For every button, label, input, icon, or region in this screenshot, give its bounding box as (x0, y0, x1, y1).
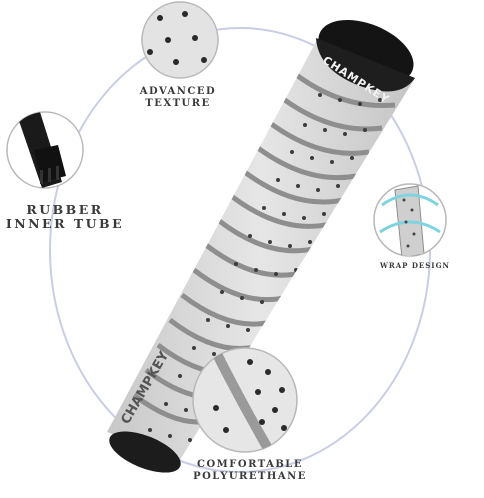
wrap-design-detail-circle (373, 183, 447, 257)
comfortable-polyurethane-label: COMFORTABLE POLYURETHANE (175, 459, 325, 482)
wrap-design-label: WRAP DESIGN (360, 261, 470, 270)
advanced-texture-label: ADVANCED TEXTURE (118, 86, 238, 109)
texture-detail-circle (141, 1, 219, 79)
comfort-label-line1: COMFORTABLE (197, 459, 303, 470)
wrap-label-text: WRAP DESIGN (380, 261, 450, 270)
inner-tube-detail-circle (6, 111, 84, 189)
tube-label-line2: INNER TUBE (5, 216, 125, 232)
texture-label-line2: TEXTURE (145, 97, 211, 109)
texture-label-line1: ADVANCED (139, 86, 217, 97)
polyurethane-detail-circle (192, 347, 298, 453)
rubber-inner-tube-label: RUBBER INNER TUBE (0, 202, 130, 232)
comfort-label-line2: POLYURETHANE (193, 470, 307, 482)
tube-label-line1: RUBBER (26, 202, 104, 217)
